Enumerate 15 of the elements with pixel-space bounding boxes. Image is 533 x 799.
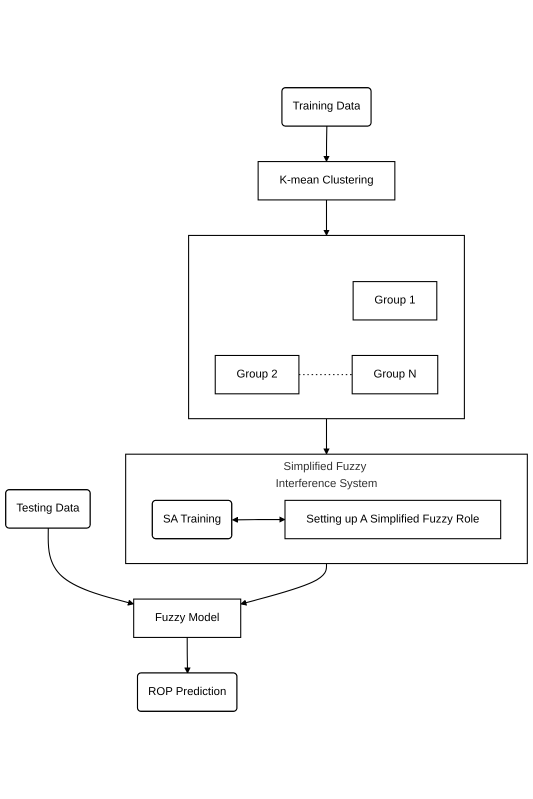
node-box: Setting up A Simplified Fuzzy Role bbox=[284, 500, 502, 540]
arrow bbox=[184, 637, 191, 674]
arrow bbox=[48, 528, 134, 606]
arrow bbox=[323, 200, 330, 236]
arrow bbox=[323, 418, 330, 454]
node-box: K-mean Clustering bbox=[258, 161, 396, 200]
connector bbox=[298, 374, 352, 376]
node-box: Group N bbox=[352, 354, 438, 394]
node-box: Group 1 bbox=[352, 281, 438, 320]
cluster bbox=[188, 234, 465, 420]
arrow bbox=[240, 564, 328, 606]
arrow bbox=[323, 126, 330, 162]
arrow bbox=[232, 516, 286, 523]
node-box: Fuzzy Model bbox=[133, 598, 242, 638]
node-box: Group 2 bbox=[214, 354, 300, 394]
